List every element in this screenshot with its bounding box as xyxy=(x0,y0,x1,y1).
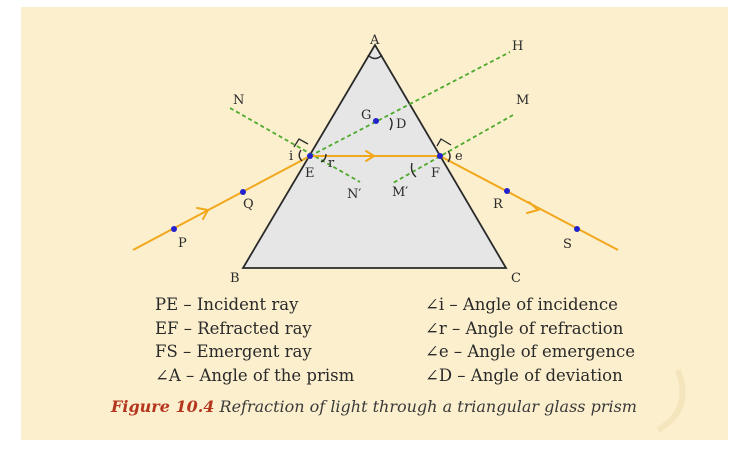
label-S: S xyxy=(563,237,572,252)
angle-arc-near-F xyxy=(410,162,417,178)
figure-caption-text: Refraction of light through a triangular… xyxy=(219,397,637,416)
legend-item: PE – Incident ray xyxy=(155,295,299,314)
right-angle-marker-F xyxy=(436,138,452,147)
label-R: R xyxy=(493,197,504,212)
label-N: N xyxy=(233,93,244,108)
label-r: r xyxy=(328,156,335,171)
angle-D-arc xyxy=(389,117,393,131)
incident-ray xyxy=(132,155,311,251)
normal-line-at-F xyxy=(392,114,514,184)
legend-item: ∠e – Angle of emergence xyxy=(425,342,636,361)
legend-item: FS – Emergent ray xyxy=(155,342,312,361)
label-i: i xyxy=(289,149,293,164)
legend-item: ∠r – Angle of refraction xyxy=(425,318,624,338)
figure-number: Figure 10.4 xyxy=(111,397,215,416)
label-D: D xyxy=(396,117,406,132)
label-G: G xyxy=(361,108,371,123)
angle-i-arc xyxy=(298,149,303,162)
label-E: E xyxy=(305,166,315,181)
refracted-arrowhead xyxy=(365,150,376,162)
label-e: e xyxy=(455,149,463,164)
angle-A-arc xyxy=(367,54,383,60)
point-Q xyxy=(240,189,246,195)
point-G xyxy=(373,118,379,124)
legend-item: ∠D – Angle of deviation xyxy=(425,365,623,385)
point-P xyxy=(171,226,177,232)
right-angle-marker-E xyxy=(293,138,309,148)
point-F xyxy=(437,153,443,159)
label-B: B xyxy=(230,271,240,286)
label-C: C xyxy=(511,271,521,286)
label-Q: Q xyxy=(243,197,254,212)
label-N-prime: N′ xyxy=(347,187,361,202)
point-E xyxy=(307,153,313,159)
label-F: F xyxy=(431,166,440,181)
label-P: P xyxy=(178,236,187,251)
label-A: A xyxy=(369,33,380,48)
legend-item: ∠i – Angle of incidence xyxy=(425,295,618,314)
publisher-watermark xyxy=(656,368,686,433)
point-S xyxy=(574,226,580,232)
angle-r-arc xyxy=(320,153,327,163)
legend-angles: ∠i – Angle of incidence ∠r – Angle of re… xyxy=(425,293,635,387)
label-H: H xyxy=(512,39,523,54)
legend-rays: PE – Incident ray EF – Refracted ray FS … xyxy=(155,293,354,387)
legend-item: ∠A – Angle of the prism xyxy=(155,365,355,385)
angle-e-arc xyxy=(447,150,451,163)
normal-line-at-E xyxy=(229,107,361,183)
label-M: M xyxy=(516,93,529,108)
incident-arrowhead xyxy=(196,207,210,220)
incident-ray-extension xyxy=(309,51,511,157)
emergent-arrowhead xyxy=(526,201,541,214)
label-M-prime: M′ xyxy=(392,185,408,200)
point-R xyxy=(504,188,510,194)
legend-item: EF – Refracted ray xyxy=(155,318,312,338)
figure-caption: Figure 10.4 Refraction of light through … xyxy=(0,397,748,416)
